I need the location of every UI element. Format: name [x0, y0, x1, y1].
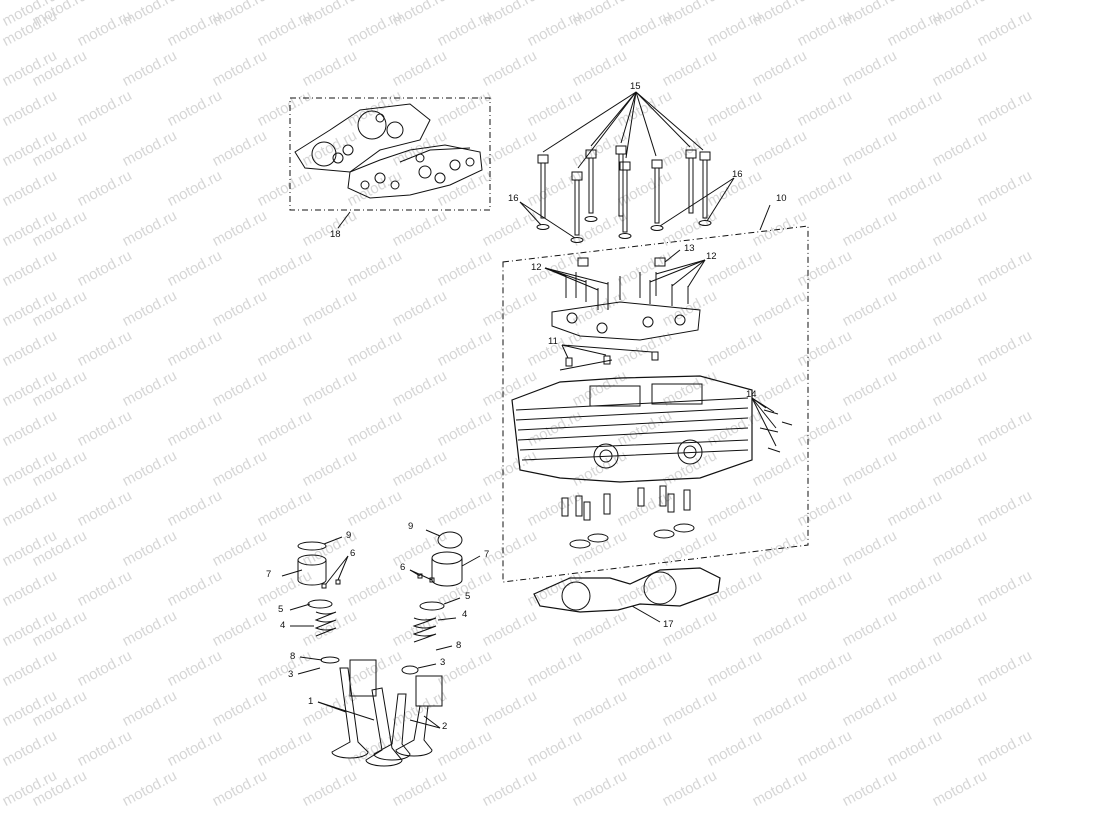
- callout-4-right: 4: [462, 609, 468, 620]
- cylinder-head-assembly: [502, 204, 809, 583]
- callout-9-left: 9: [346, 530, 352, 541]
- gasket-kit: [289, 97, 491, 229]
- right-valve-set: [373, 529, 481, 761]
- callout-13: 13: [684, 243, 695, 254]
- callout-5-right: 5: [465, 591, 471, 602]
- callout-14: 14: [746, 389, 757, 400]
- callout-5-left: 5: [278, 604, 284, 615]
- callout-3-right: 3: [440, 657, 446, 668]
- callout-12-right: 12: [706, 251, 717, 262]
- left-valve-set: [281, 536, 403, 767]
- callout-11: 11: [548, 336, 558, 347]
- callout-15: 15: [630, 81, 641, 92]
- callout-9-right: 9: [408, 521, 414, 532]
- callout-4-left: 4: [280, 620, 286, 631]
- callout-8-right: 8: [456, 640, 462, 651]
- callout-16-right: 16: [732, 169, 743, 180]
- head-gasket: [533, 567, 721, 623]
- callout-7-right: 7: [484, 549, 490, 560]
- callout-3-left: 3: [288, 669, 294, 680]
- callout-18: 18: [330, 229, 341, 240]
- callout-7-left: 7: [266, 569, 272, 580]
- callout-2: 2: [442, 721, 448, 732]
- callout-1: 1: [308, 696, 314, 707]
- callout-16-left: 16: [508, 193, 519, 204]
- callout-12-left: 12: [531, 262, 542, 273]
- callout-6-left: 6: [350, 548, 356, 559]
- callout-6-right: 6: [400, 562, 406, 573]
- head-bolts: [519, 91, 735, 243]
- callout-17: 17: [663, 619, 674, 630]
- callout-10: 10: [776, 193, 787, 204]
- callout-8-left: 8: [290, 651, 296, 662]
